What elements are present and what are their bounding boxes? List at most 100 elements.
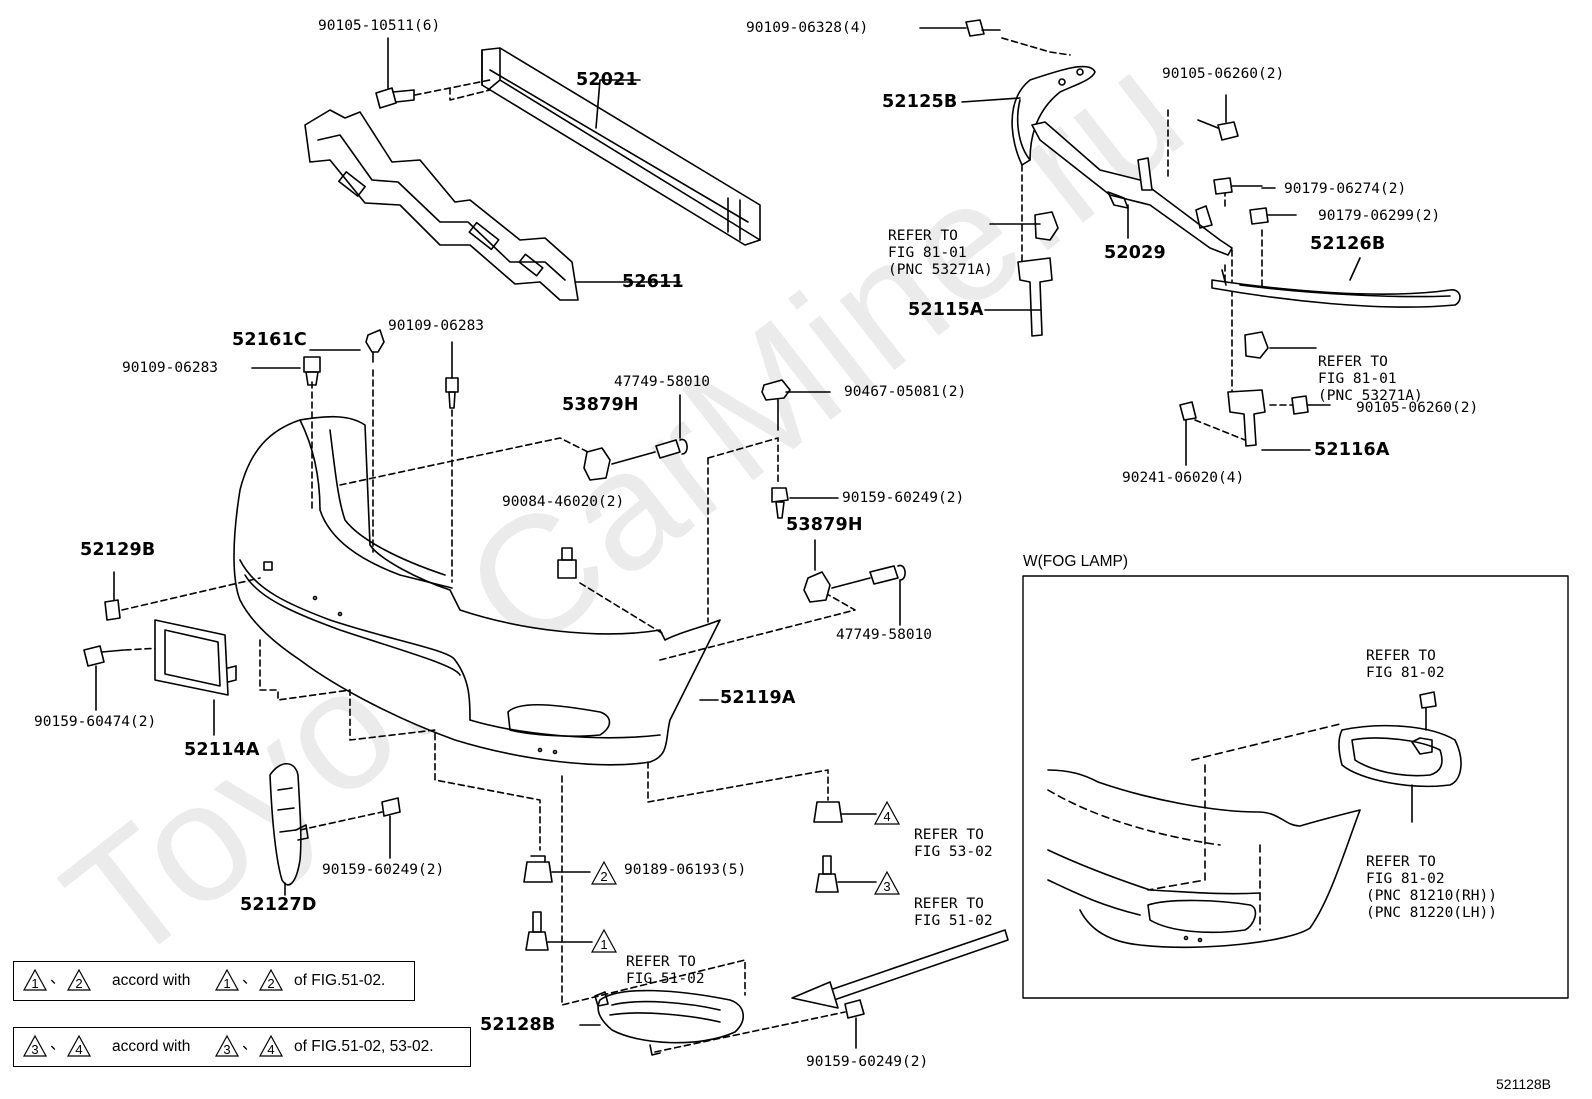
inset-title: W(FOG LAMP)	[1023, 553, 1129, 570]
fastener-90105-06260-top: 90105-06260(2)	[1162, 66, 1285, 82]
part-52116A: 52116A	[1314, 440, 1390, 460]
side-retainer-52125B	[1011, 65, 1096, 166]
mark-3-triangle: 3	[873, 870, 901, 895]
mark-1-triangle: 1	[590, 928, 618, 953]
fastener-47749-58010-upper: 47749-58010	[614, 374, 711, 390]
bracket-53879H-lower	[803, 564, 906, 626]
svg-text:1: 1	[600, 937, 607, 952]
part-52125B: 52125B	[882, 92, 958, 112]
svg-text:2: 2	[600, 869, 607, 884]
retainer-52029	[1031, 121, 1233, 256]
part-52611: 52611	[622, 272, 684, 292]
legend1-mark-d: 2	[258, 968, 284, 991]
figure-code: 521128B	[1496, 1076, 1552, 1092]
svg-text:4: 4	[883, 809, 890, 824]
fog-cover-52128B	[594, 989, 865, 1056]
fastener-90105-10511: 90105-10511(6)	[318, 18, 441, 34]
arrow-to-inset	[791, 929, 1009, 1009]
legend2-mark-c: 3	[214, 1034, 240, 1057]
part-53879H-lower: 53879H	[786, 515, 863, 535]
part-52115A: 52115A	[908, 300, 984, 320]
svg-text:2: 2	[267, 976, 274, 991]
part-52114A: 52114A	[184, 740, 260, 760]
bolt-90105-10511	[375, 37, 415, 109]
part-52128B: 52128B	[480, 1015, 556, 1035]
part-52029: 52029	[1104, 243, 1166, 263]
fastener-90179-06299: 90179-06299(2)	[1318, 208, 1441, 224]
legend1-mark-c: 1	[214, 968, 240, 991]
bolt-90159-60474	[83, 645, 125, 711]
fastener-47749-58010-lower: 47749-58010	[836, 627, 933, 643]
clip-lower-right	[813, 801, 877, 823]
bumper-leaders	[121, 369, 856, 1053]
clip-90189	[523, 855, 591, 883]
fastener-90109-06328: 90109-06328(4)	[746, 20, 869, 36]
legend1-mark-b: 2	[66, 968, 92, 991]
fastener-90241-06020: 90241-06020(4)	[1122, 470, 1245, 486]
label-leaders	[113, 79, 1361, 1026]
bolt-lower-left	[525, 911, 593, 951]
bracket-52115A	[1017, 211, 1059, 337]
nut-90179-06274	[1213, 177, 1263, 195]
reinforcement-bar-52021	[481, 47, 761, 246]
legend2-mark-a: 3	[22, 1034, 48, 1057]
fastener-90467-05081: 90467-05081(2)	[844, 384, 967, 400]
fastener-90189-06193: 90189-06193(5)	[624, 862, 747, 878]
fastener-90084-46020: 90084-46020(2)	[502, 494, 625, 510]
fastener-90179-06274: 90179-06274(2)	[1284, 181, 1407, 197]
side-bracket-52127D	[269, 762, 401, 886]
fog-lamp	[1338, 691, 1462, 823]
bracket-53879H-upper	[583, 394, 688, 481]
mark-2-triangle: 2	[590, 860, 618, 885]
svg-text:2: 2	[75, 976, 82, 991]
side-retainer-52126B	[1211, 269, 1461, 308]
nut-90467	[761, 379, 791, 431]
part-52127D: 52127D	[240, 895, 317, 915]
fastener-90159-60249-bottom: 90159-60249(2)	[806, 1054, 929, 1070]
fastener-90159-60474: 90159-60474(2)	[34, 714, 157, 730]
part-53879H-upper: 53879H	[562, 395, 639, 415]
part-52126B: 52126B	[1310, 234, 1386, 254]
legend-row-1: 1 、 2 accord with 1 、 2 of FIG.51-02.	[13, 961, 415, 1001]
bracket-52116A	[1179, 331, 1331, 466]
legend-row-2: 3 、 4 accord with 3 、 4 of FIG.51-02, 53…	[13, 1027, 471, 1067]
fastener-90109-06283-top: 90109-06283	[388, 318, 485, 334]
bolt-lower-right	[815, 855, 877, 893]
clip-52161C	[303, 329, 459, 409]
svg-text:1: 1	[223, 976, 230, 991]
svg-text:4: 4	[75, 1042, 82, 1057]
fastener-90159-60249-mid: 90159-60249(2)	[842, 490, 965, 506]
bolt-90159-mid	[771, 487, 789, 519]
fastener-90109-06283-left: 90109-06283	[122, 360, 219, 376]
mark-4-triangle: 4	[873, 800, 901, 825]
nut-90179-06299	[1249, 207, 1297, 225]
part-52021: 52021	[576, 70, 638, 90]
part-52161C: 52161C	[232, 330, 307, 350]
svg-text:1: 1	[31, 976, 38, 991]
plate-52129B	[104, 599, 121, 621]
license-bracket-52114A	[154, 619, 237, 736]
legend2-mark-b: 4	[66, 1034, 92, 1057]
part-52129B: 52129B	[80, 540, 156, 560]
svg-text:3: 3	[31, 1042, 38, 1057]
bolt-90109-06328	[919, 19, 1001, 37]
fastener-90159-60249-left: 90159-60249(2)	[322, 862, 445, 878]
legend2-mark-d: 4	[258, 1034, 284, 1057]
inset-frame	[1022, 575, 1569, 999]
svg-text:3: 3	[883, 879, 890, 894]
bumper-cover-52119A	[233, 415, 721, 766]
nut-90105-06260-upper	[1197, 94, 1239, 141]
inset-bumper	[1047, 769, 1361, 949]
svg-text:3: 3	[223, 1042, 230, 1057]
svg-text:4: 4	[267, 1042, 274, 1057]
upper-right-leaders	[1167, 109, 1296, 441]
energy-absorber-52611	[304, 109, 579, 301]
